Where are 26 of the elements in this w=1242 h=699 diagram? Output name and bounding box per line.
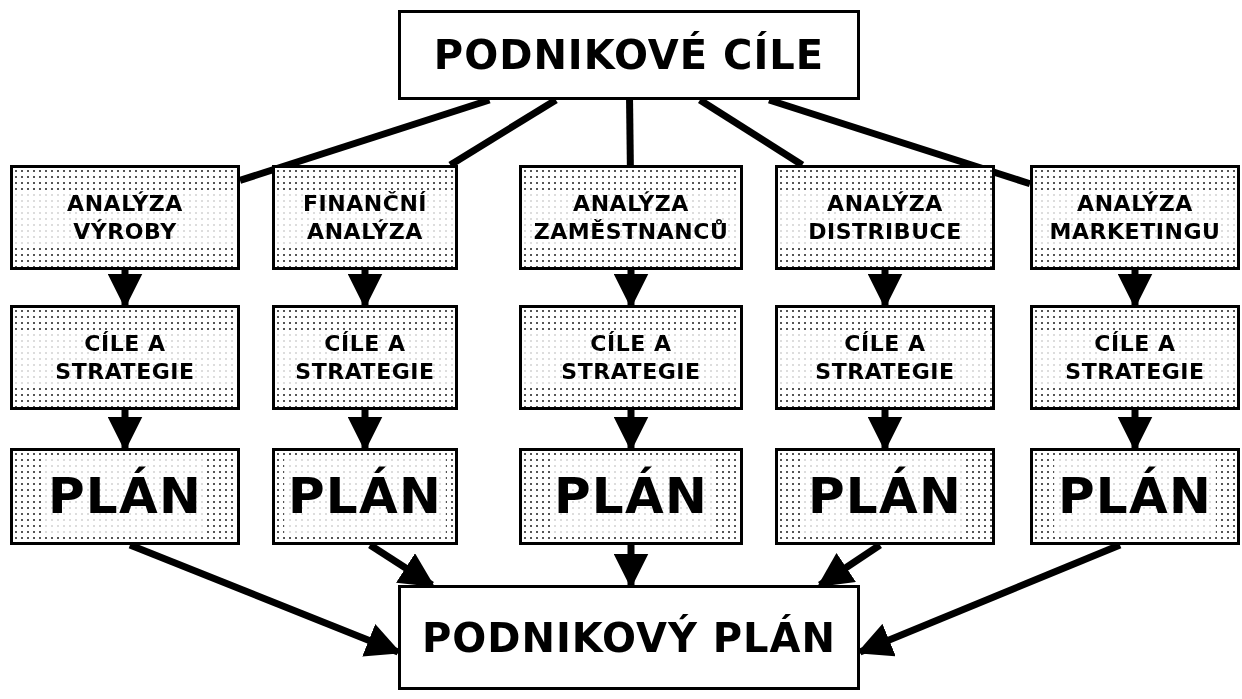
title-box xyxy=(398,585,860,690)
title-box xyxy=(398,10,860,100)
dotted-box xyxy=(775,305,995,410)
dotted-box xyxy=(272,448,458,545)
dotted-box xyxy=(272,165,458,270)
box-label: PLÁN xyxy=(1053,459,1217,534)
box-label: CÍLE A STRATEGIE xyxy=(778,330,992,385)
box-label: CÍLE A STRATEGIE xyxy=(275,330,455,385)
dotted-box xyxy=(10,305,240,410)
dotted-box xyxy=(1030,305,1240,410)
box-label: CÍLE A STRATEGIE xyxy=(1033,330,1237,385)
box-label: ANALÝZA DISTRIBUCE xyxy=(778,190,992,245)
connector-line xyxy=(626,99,634,166)
box-label: FINANČNÍ ANALÝZA xyxy=(275,190,455,245)
dotted-box xyxy=(272,305,458,410)
dotted-box xyxy=(775,165,995,270)
dotted-box xyxy=(1030,448,1240,545)
dotted-box xyxy=(775,448,995,545)
box-label: PLÁN xyxy=(283,459,447,534)
dotted-box xyxy=(519,448,743,545)
dotted-box xyxy=(10,165,240,270)
dotted-box xyxy=(10,448,240,545)
dotted-box xyxy=(1030,165,1240,270)
box-label: ANALÝZA MARKETINGU xyxy=(1033,190,1237,245)
dotted-box xyxy=(519,305,743,410)
dotted-box xyxy=(519,165,743,270)
